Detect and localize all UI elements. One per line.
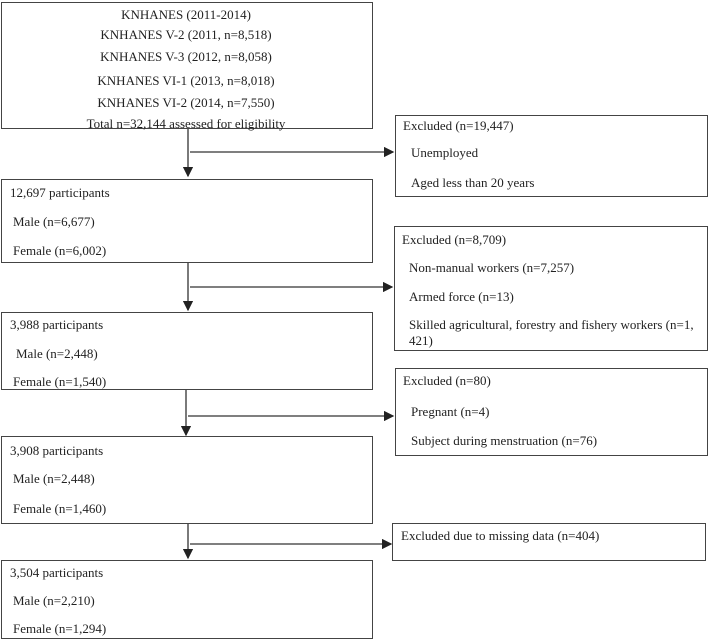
stage-male: Male (n=2,210): [13, 593, 95, 608]
source-line: KNHANES VI-2 (2014, n=7,550): [97, 95, 275, 110]
stage-box-1: [1, 179, 373, 263]
stage-male: Male (n=6,677): [13, 214, 95, 229]
source-total: Total n=32,144 assessed for eligibility: [86, 116, 286, 131]
exclusion-item: Skilled agricultural, forestry and fishe…: [409, 317, 694, 332]
stage-title: 3,504 participants: [10, 565, 104, 580]
exclusion-box-2: [394, 226, 708, 351]
stage-box-3: [1, 436, 373, 524]
source-line: KNHANES V-3 (2012, n=8,058): [100, 49, 272, 64]
stage-box-4: [1, 560, 373, 639]
stage-title: 3,988 participants: [10, 317, 104, 332]
exclusion-title: Excluded (n=8,709): [402, 232, 507, 247]
exclusion-box-4: [392, 523, 706, 561]
stage-male: Male (n=2,448): [13, 471, 95, 486]
source-box: [1, 2, 373, 129]
stage-title: 12,697 participants: [10, 185, 110, 200]
source-line: KNHANES (2011-2014): [121, 7, 251, 22]
stage-male: Male (n=2,448): [16, 346, 98, 361]
source-line: KNHANES V-2 (2011, n=8,518): [100, 27, 272, 42]
source-line: KNHANES VI-1 (2013, n=8,018): [97, 73, 275, 88]
exclusion-item: Pregnant (n=4): [411, 404, 490, 419]
exclusion-item: Unemployed: [411, 145, 479, 160]
exclusion-item: Armed force (n=13): [409, 289, 514, 304]
stage-female: Female (n=1,540): [13, 374, 107, 389]
stage-title: 3,908 participants: [10, 443, 104, 458]
exclusion-box-1: [395, 115, 708, 197]
exclusion-item: Aged less than 20 years: [411, 175, 535, 190]
exclusion-title: Excluded due to missing data (n=404): [401, 528, 600, 543]
stage-female: Female (n=1,460): [13, 501, 107, 516]
stage-female: Female (n=6,002): [13, 243, 107, 258]
exclusion-item: Subject during menstruation (n=76): [411, 433, 598, 448]
stage-box-2: [1, 312, 373, 390]
exclusion-title: Excluded (n=80): [403, 373, 491, 388]
exclusion-box-3: [395, 368, 708, 456]
exclusion-item: 421): [409, 333, 433, 348]
exclusion-title: Excluded (n=19,447): [403, 118, 514, 133]
stage-female: Female (n=1,294): [13, 621, 107, 636]
exclusion-item: Non-manual workers (n=7,257): [409, 260, 575, 275]
